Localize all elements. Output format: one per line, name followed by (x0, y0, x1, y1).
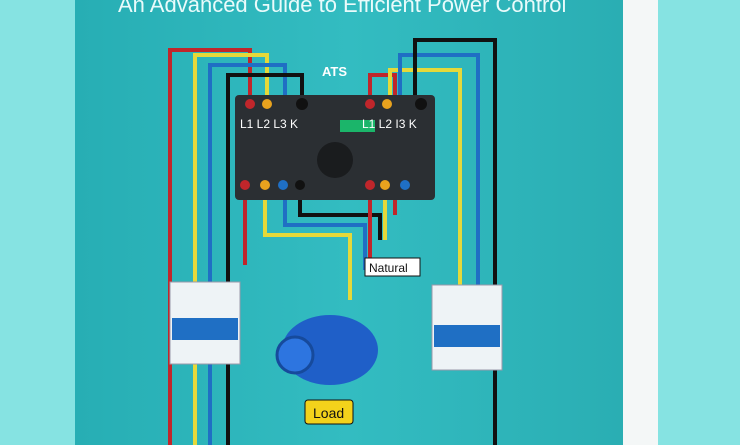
left-terminal-labels: L1 L2 L3 K (240, 117, 298, 131)
left-breaker-toggles (172, 318, 238, 340)
cover-subtitle: An Advanced Guide to Efficient Power Con… (118, 0, 566, 17)
right-breaker-toggles (434, 325, 500, 347)
book-page-edge (618, 0, 658, 445)
ats-display (340, 120, 375, 132)
ats-label: ATS (322, 64, 347, 79)
wires (168, 38, 497, 445)
ats-rotary-handle (317, 142, 353, 178)
natural-label-box (364, 257, 421, 277)
terminals (240, 98, 427, 190)
load-label: Load (313, 405, 344, 421)
natural-label: Natural (369, 261, 408, 275)
right-terminal-labels: L1 L2 I3 K (362, 117, 417, 131)
load-label-box (304, 399, 354, 425)
